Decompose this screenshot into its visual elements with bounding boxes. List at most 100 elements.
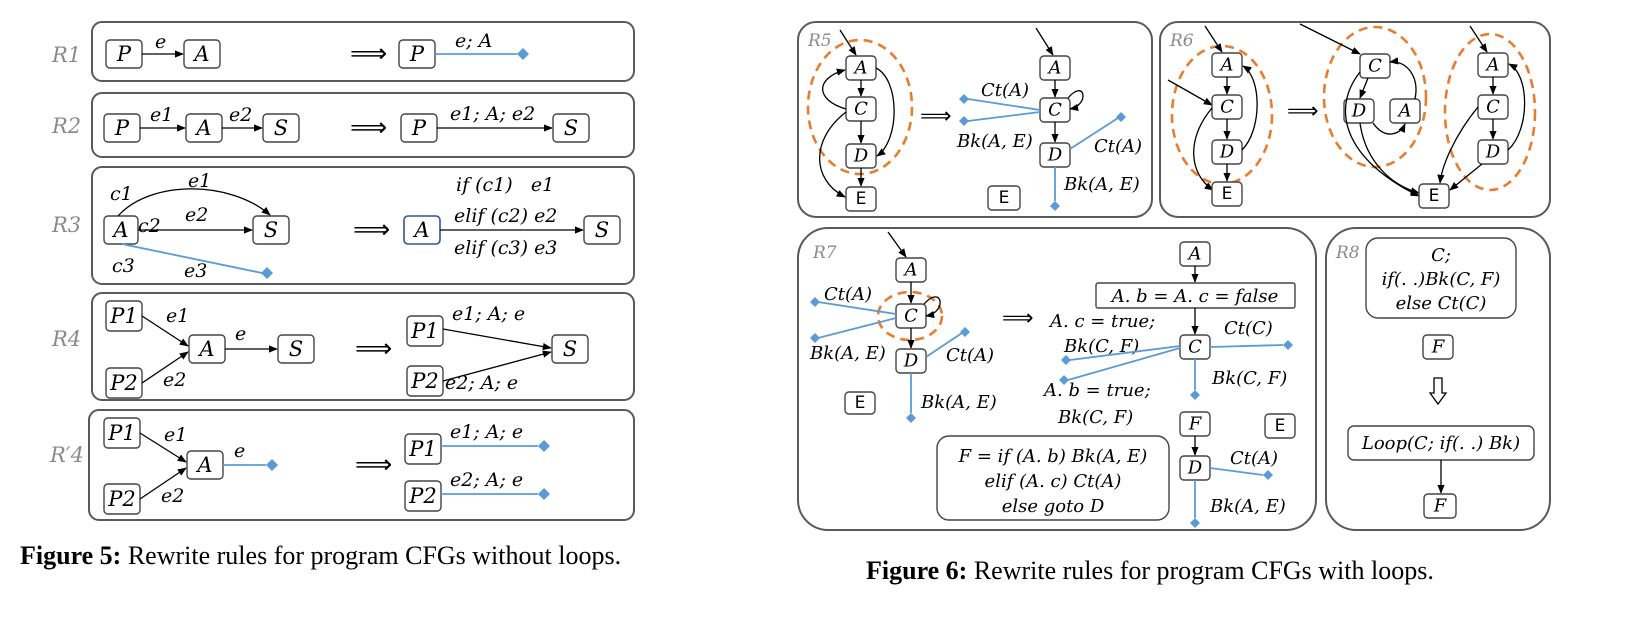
edge <box>442 350 552 382</box>
implies-arrow: ⟹ <box>350 113 387 143</box>
exit-edge <box>1069 345 1181 361</box>
edge-label: e2 <box>161 485 184 507</box>
branch-label: elif (c3) e3 <box>454 237 557 259</box>
exit-diamond <box>1190 518 1200 528</box>
node-label: D <box>853 146 869 167</box>
exit-label: Ct(A) <box>981 80 1029 101</box>
exit-edge <box>1359 122 1420 195</box>
figure-5-caption: Figure 5: Rewrite rules for program CFGs… <box>20 541 621 571</box>
edge-label: e1; A; e <box>450 421 523 443</box>
exit-diamond <box>1283 340 1293 350</box>
node-label: E <box>855 393 866 413</box>
exit-diamond <box>266 459 278 471</box>
edge-label: c3 <box>112 255 135 277</box>
node-label: A <box>192 42 209 66</box>
exit-diamond <box>810 297 820 307</box>
exit-edge <box>818 111 847 198</box>
node-label: P1 <box>109 304 138 328</box>
loop-highlight <box>1322 25 1428 169</box>
node-f <box>1422 334 1454 360</box>
loop-body-line: C; <box>1431 245 1451 266</box>
rule-frame <box>91 166 635 285</box>
exit-diamond <box>1263 470 1273 480</box>
exit-label: Bk(A, E) <box>1063 174 1140 195</box>
exit-edge <box>1437 106 1479 184</box>
exit-diamond <box>959 94 969 104</box>
dispatch-line: F = if (A. b) Bk(A, E) <box>958 446 1148 467</box>
node-c <box>1359 53 1391 79</box>
node-e <box>845 186 877 212</box>
implies-arrow: ⟹ <box>1002 306 1034 331</box>
node-label: C <box>1048 100 1062 121</box>
node-label: P1 <box>408 437 437 461</box>
node-label: S <box>563 337 577 361</box>
node-s <box>552 113 590 143</box>
loop-highlight <box>1443 32 1537 192</box>
edge-label: e2; A; e <box>450 469 523 491</box>
rule-r4: R4 P1 P2 e1 e2 A e S ⟹ P1 P2 e1; A; e e2… <box>51 292 635 401</box>
implies-arrow: ⟹ <box>355 334 392 364</box>
exit-label: Bk(A, E) <box>956 131 1033 152</box>
edge-label: e1; A; e <box>452 303 525 325</box>
node-label: P1 <box>410 319 439 343</box>
rule-frame <box>88 409 635 521</box>
rule-name: R2 <box>51 114 81 138</box>
exit-edge <box>1193 107 1214 191</box>
node-p2 <box>404 480 442 512</box>
exit-diamond <box>261 267 273 279</box>
node-s <box>277 334 315 364</box>
node-label: D <box>1219 142 1235 163</box>
rule-name: R8 <box>1335 243 1360 263</box>
back-edge <box>1389 57 1417 100</box>
node-label: P2 <box>107 487 136 511</box>
node-label: A <box>1047 58 1062 79</box>
node-label: C <box>854 99 868 120</box>
node-label: P <box>114 116 130 140</box>
node-label: A <box>195 453 212 477</box>
node-label: A <box>1187 244 1202 265</box>
rule-r6: R6 A C D E ⟹ C D A <box>1159 21 1551 218</box>
node-label: C <box>1220 97 1234 118</box>
entry-edge <box>1299 23 1361 55</box>
rule-name: R3 <box>51 213 81 237</box>
node-e <box>987 185 1021 211</box>
node-label: D <box>1047 145 1063 166</box>
entry-edge <box>1469 25 1488 53</box>
node-label: E <box>856 189 867 209</box>
node-label: A <box>111 218 128 242</box>
exit-edge <box>817 301 897 315</box>
node-d <box>1343 98 1375 124</box>
node-a <box>183 39 221 69</box>
edge-label: c1 <box>110 183 133 205</box>
exit-label: Ct(C) <box>1224 318 1273 339</box>
rule-r8: R8 C; if(. .)Bk(C, F) else Ct(C) F Loop(… <box>1325 227 1551 531</box>
node-e <box>844 391 876 415</box>
edge-label: e; A <box>455 30 492 52</box>
caption-text: Rewrite rules for program CFGs without l… <box>121 541 622 570</box>
rule-name: R1 <box>51 43 81 67</box>
node-s <box>551 334 589 364</box>
rule-r7: R7 A C D Ct(A) Bk(A, E) Ct(A) Bk(A, E) <box>797 227 1317 531</box>
exit-label: Bk(A, E) <box>920 392 997 413</box>
node-label: D <box>1351 101 1367 122</box>
node-label: C <box>1486 97 1500 118</box>
rule-r5: R5 A C D E ⟹ A C D <box>797 21 1153 218</box>
implies-arrow: ⟹ <box>350 39 387 69</box>
exit-label: Ct(A) <box>946 345 994 366</box>
edge <box>139 432 187 463</box>
assign-label: A. b = true; <box>1042 380 1151 401</box>
down-implies-arrow <box>1428 377 1448 406</box>
rule-name: R6 <box>1169 31 1194 51</box>
exit-edge <box>1069 117 1119 150</box>
edge <box>1359 77 1369 99</box>
edge-label: e3 <box>184 260 207 282</box>
node-label: A <box>197 337 214 361</box>
edge <box>141 315 189 347</box>
node-label: S <box>595 218 609 242</box>
node-label: P2 <box>109 371 138 395</box>
node-e <box>1211 181 1243 207</box>
node-f <box>1423 493 1457 519</box>
exit-edge <box>967 111 1041 122</box>
node-label: D <box>903 351 919 372</box>
figure-5: R1 P e A ⟹ P e; A R2 P e1 A e2 <box>49 21 635 521</box>
